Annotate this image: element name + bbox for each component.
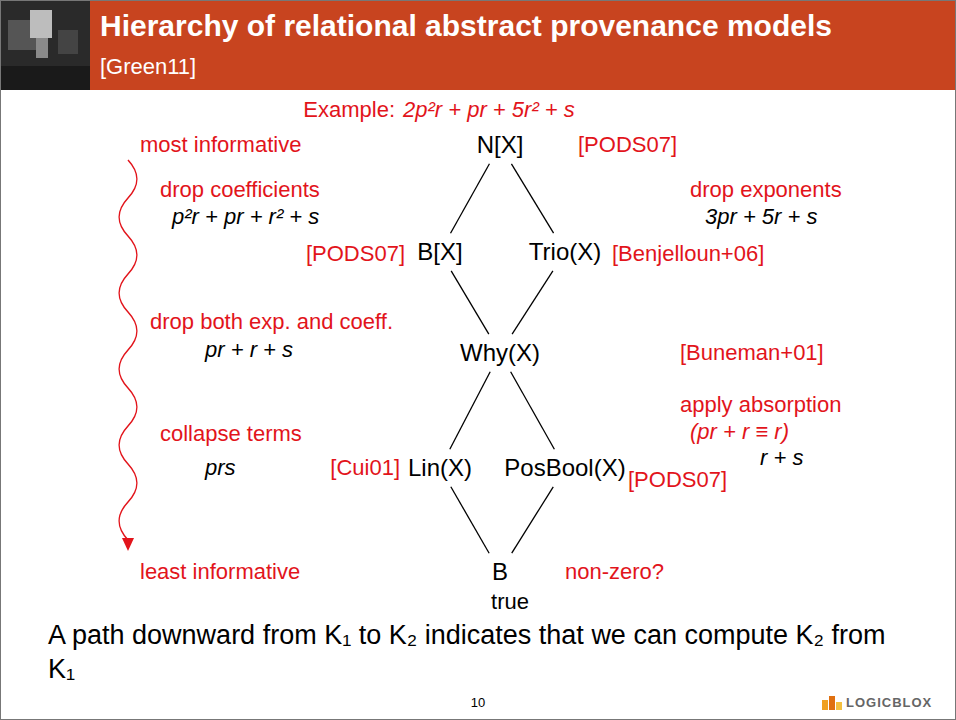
edge-part bbox=[451, 164, 490, 233]
header-photo bbox=[0, 0, 90, 90]
slide-title: Hierarchy of relational abstract provena… bbox=[100, 9, 832, 42]
annotation: drop both exp. and coeff. bbox=[150, 309, 393, 334]
annotation: drop exponents bbox=[690, 177, 842, 202]
lattice-edge bbox=[451, 164, 490, 233]
node-label: B bbox=[492, 558, 508, 586]
citation: [Benjelloun+06] bbox=[612, 241, 764, 266]
lattice-edge bbox=[451, 487, 489, 553]
edge-part bbox=[512, 487, 554, 553]
annotation: drop coefficients bbox=[160, 177, 320, 202]
lattice-edge bbox=[511, 164, 553, 233]
citation: [PODS07] bbox=[306, 241, 405, 266]
formula: pr + r + s bbox=[205, 337, 293, 362]
lattice-node: B[X] bbox=[411, 236, 468, 268]
node-label: B[X] bbox=[417, 238, 462, 266]
formula: 3pr + 5r + s bbox=[705, 204, 818, 229]
citation: [Cui01] bbox=[330, 455, 400, 480]
formula: p²r + pr + r² + s bbox=[172, 204, 319, 229]
node-label: PosBool(X) bbox=[504, 454, 625, 482]
annotation: most informative bbox=[140, 132, 301, 157]
lattice-edge bbox=[512, 271, 553, 334]
annotation: non-zero? bbox=[565, 559, 664, 584]
citation: [PODS07] bbox=[578, 132, 677, 157]
formula: r + s bbox=[760, 445, 803, 470]
lattice-edge bbox=[512, 487, 554, 553]
title-citation: [Green11] bbox=[100, 54, 196, 79]
lattice-node: Lin(X) bbox=[402, 452, 478, 484]
page-number: 10 bbox=[471, 696, 485, 711]
formula: (pr + r ≡ r) bbox=[690, 419, 789, 444]
footnote-text: A path downward from K₁ to K₂ indicates … bbox=[48, 618, 918, 686]
node-label: Trio(X) bbox=[529, 238, 601, 266]
lattice-edge bbox=[451, 271, 489, 334]
annotation: apply absorption bbox=[680, 392, 841, 417]
lattice-node: Trio(X) bbox=[523, 236, 607, 268]
lattice-node: B bbox=[486, 556, 514, 588]
node-label: Lin(X) bbox=[408, 454, 472, 482]
formula: prs bbox=[205, 455, 236, 480]
node-label: N[X] bbox=[477, 131, 524, 159]
edge-part bbox=[512, 271, 553, 334]
logo-text: LOGICBLOX bbox=[846, 696, 932, 711]
example-formula: 2p²r + pr + 5r² + s bbox=[403, 97, 575, 122]
example-label: Example: bbox=[303, 97, 395, 122]
edge-part bbox=[511, 372, 555, 449]
lattice-edge bbox=[450, 372, 490, 449]
edge-part bbox=[511, 164, 553, 233]
title-box: Hierarchy of relational abstract provena… bbox=[100, 8, 900, 87]
lattice-node: Why(X) bbox=[454, 337, 546, 369]
node-label: Why(X) bbox=[460, 339, 540, 367]
result-value: true bbox=[491, 589, 529, 614]
annotation: least informative bbox=[140, 559, 300, 584]
citation: [Buneman+01] bbox=[680, 340, 824, 365]
edge-part bbox=[450, 372, 490, 449]
lattice-node: N[X] bbox=[471, 129, 530, 161]
lattice-node: PosBool(X) bbox=[498, 452, 631, 484]
lattice-edge bbox=[511, 372, 555, 449]
annotation: collapse terms bbox=[160, 421, 302, 446]
edge-part bbox=[451, 271, 489, 334]
citation: [PODS07] bbox=[628, 467, 727, 492]
edge-part bbox=[451, 487, 489, 553]
